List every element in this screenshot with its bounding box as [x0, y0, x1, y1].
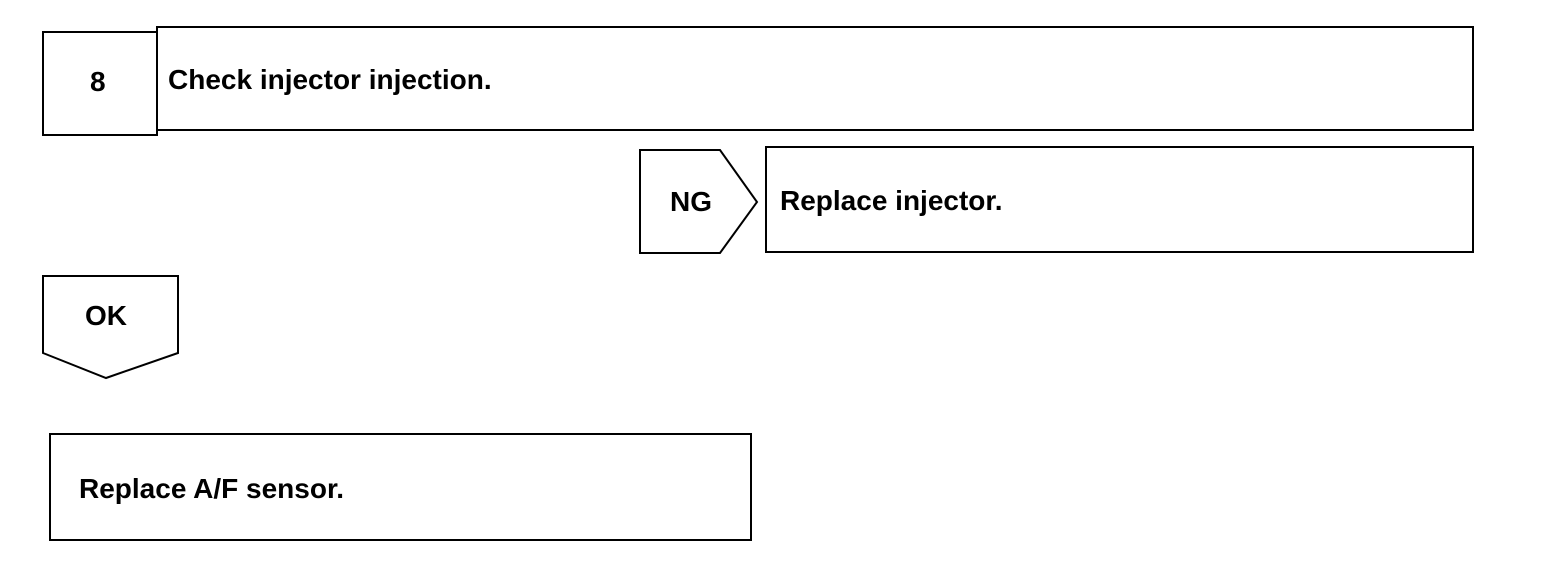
step-title: Check injector injection. [168, 64, 492, 95]
ng-label: NG [670, 186, 712, 217]
ng-action-text: Replace injector. [780, 185, 1003, 216]
ok-action-box [49, 433, 752, 541]
step-number: 8 [90, 66, 106, 97]
ok-label: OK [85, 300, 127, 331]
step-title-cell [156, 26, 1474, 131]
ok-action-text: Replace A/F sensor. [79, 473, 345, 504]
ng-action-box [765, 146, 1474, 253]
step-number-cell [42, 31, 158, 136]
